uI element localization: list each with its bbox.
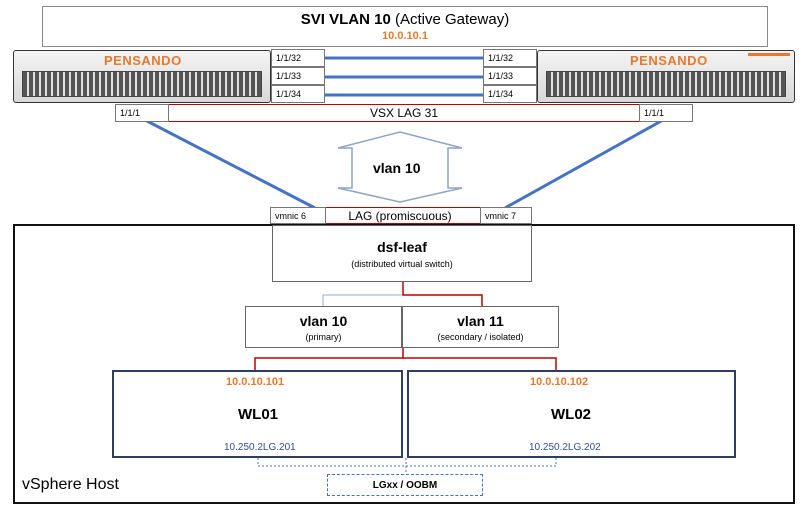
- left-switch-brand: PENSANDO: [104, 53, 182, 68]
- isl-port-right-3: 1/1/34: [483, 85, 537, 103]
- dvs-name: dsf-leaf: [377, 238, 427, 255]
- uplink-left: [144, 118, 316, 210]
- lag-label: LAG (promiscuous): [348, 208, 452, 223]
- uplink-right: [504, 118, 664, 210]
- gateway-title: SVI VLAN 10 (Active Gateway): [300, 11, 510, 28]
- vlan11-to-wl01-link: [254, 348, 404, 370]
- wl01-name: WL01: [238, 406, 279, 423]
- isl-port-left-2: 1/1/33: [271, 67, 325, 85]
- wl01-mgmt-ip: 10.250.2LG.201: [224, 442, 296, 453]
- wl02-ip: 10.0.10.102: [530, 376, 589, 388]
- mgmt-link-wl02: [406, 458, 557, 467]
- dvs-box: dsf-leaf (distributed virtual switch): [272, 225, 532, 282]
- isl-port-right-2: 1/1/33: [483, 67, 537, 85]
- vlan11-box: vlan 11 (secondary / isolated): [402, 306, 559, 348]
- lag-bar: LAG (promiscuous): [270, 207, 530, 224]
- mgmt-link-wl01: [257, 458, 406, 467]
- wl02-mgmt-ip: 10.250.2LG.202: [529, 442, 601, 453]
- vlan10-name: vlan 10: [299, 312, 348, 329]
- gateway-ip: 10.0.10.1: [382, 30, 428, 42]
- wl01-ip: 10.0.10.101: [226, 376, 285, 388]
- vlan10-box: vlan 10 (primary): [245, 306, 402, 348]
- vmnic-right: vmnic 7: [480, 207, 532, 224]
- isl-port-left-3: 1/1/34: [271, 85, 325, 103]
- right-switch-brand: PENSANDO: [630, 53, 708, 68]
- vsphere-host-label: vSphere Host: [22, 476, 119, 493]
- svi-gateway-box: SVI VLAN 10 (Active Gateway) 10.0.10.1: [42, 6, 768, 47]
- left-switch-port-panel: [22, 71, 262, 97]
- workload-wl01: 10.0.10.101 WL01 10.250.2LG.201: [112, 370, 403, 458]
- vlan11-name: vlan 11: [457, 312, 504, 329]
- vlan10-double-arrow: [337, 131, 463, 203]
- right-switch: PENSANDO: [537, 50, 795, 103]
- vlan10-arrow-label: vlan 10: [373, 160, 421, 176]
- right-switch-accent-stripe: [748, 53, 790, 56]
- dvs-subtitle: (distributed virtual switch): [351, 258, 453, 269]
- vsx-port-right: 1/1/1: [639, 104, 693, 122]
- vsx-lag-label: VSX LAG 31: [369, 106, 439, 120]
- dvs-to-vlan10-link: [322, 282, 404, 306]
- vsx-port-left: 1/1/1: [115, 104, 169, 122]
- vlan10-subtitle: (primary): [305, 331, 342, 342]
- left-switch: PENSANDO: [13, 50, 271, 103]
- vsx-lag-bar: VSX LAG 31: [115, 104, 693, 122]
- isl-port-left-1: 1/1/32: [271, 49, 325, 67]
- oobm-label: LGxx / OOBM: [372, 479, 438, 491]
- isl-port-right-1: 1/1/32: [483, 49, 537, 67]
- workload-wl02: 10.0.10.102 WL02 10.250.2LG.202: [407, 370, 736, 458]
- right-switch-port-panel: [546, 71, 786, 97]
- wl02-name: WL02: [551, 406, 592, 423]
- vmnic-left: vmnic 6: [270, 207, 326, 224]
- oobm-box: LGxx / OOBM: [327, 474, 483, 496]
- vlan11-to-wl02-link: [403, 357, 557, 370]
- dvs-to-vlan11-link: [402, 282, 483, 306]
- vlan11-subtitle: (secondary / isolated): [437, 331, 524, 342]
